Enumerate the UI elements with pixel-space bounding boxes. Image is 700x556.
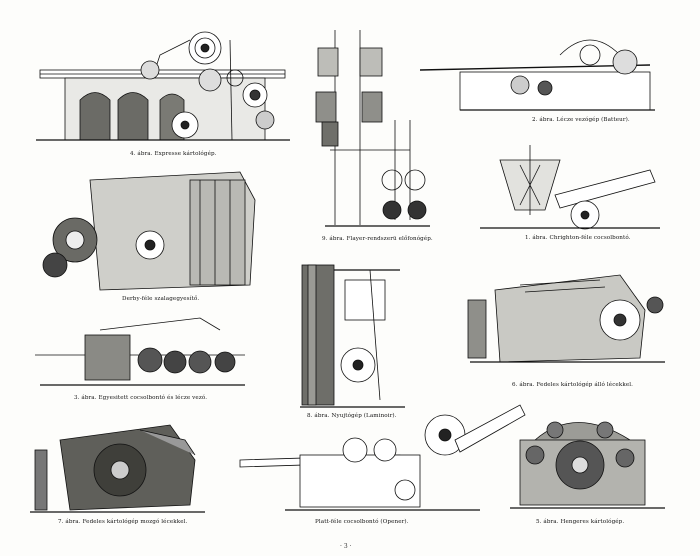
flyer-roving-frame-illustration	[315, 30, 430, 227]
caption-platt: Platt-féle cocsolbontó (Opener).	[315, 519, 409, 525]
caption-fig-8: 8. ábra. Nyujtógép (Laminoir).	[307, 413, 397, 419]
lap-winding-machine-illustration	[419, 39, 655, 111]
drawframe-illustration	[300, 264, 405, 408]
footer-mark: · 3 ·	[340, 543, 352, 550]
platt-opener-illustration	[239, 404, 526, 511]
express-carding-machine-illustration	[36, 31, 290, 141]
combined-opener-illustration	[35, 317, 245, 386]
caption-fig-7: 7. ábra. Fedeles kártológép mozgó lécekk…	[58, 519, 188, 525]
caption-fig-6: 6. ábra. Fedeles kártológép álló lécekke…	[512, 382, 633, 388]
caption-fig-3: 3. ábra. Egyesitett cocsolbontó és lécze…	[74, 395, 208, 401]
flat-card-fixed-illustration	[467, 274, 665, 363]
caption-fig-9: 9. ábra. Flayer-rendszerü előfonógép.	[322, 236, 433, 242]
crighton-opener-illustration	[480, 145, 660, 230]
caption-fig-4: 4. ábra. Expresse kártológép.	[130, 151, 217, 157]
caption-fig-1: 1. ábra. Chrighton-féle cocsolbontó.	[525, 235, 631, 241]
caption-fig-2: 2. ábra. Lécze vezógép (Batteur).	[532, 117, 630, 123]
flat-card-moving-illustration	[30, 424, 205, 513]
derby-ribbon-machine-illustration	[42, 171, 256, 291]
roller-card-illustration	[510, 421, 665, 509]
caption-fig-5: 5. ábra. Hengeres kártológép.	[536, 519, 625, 525]
caption-derby: Derby-féle szalagegyesítő.	[122, 296, 200, 302]
